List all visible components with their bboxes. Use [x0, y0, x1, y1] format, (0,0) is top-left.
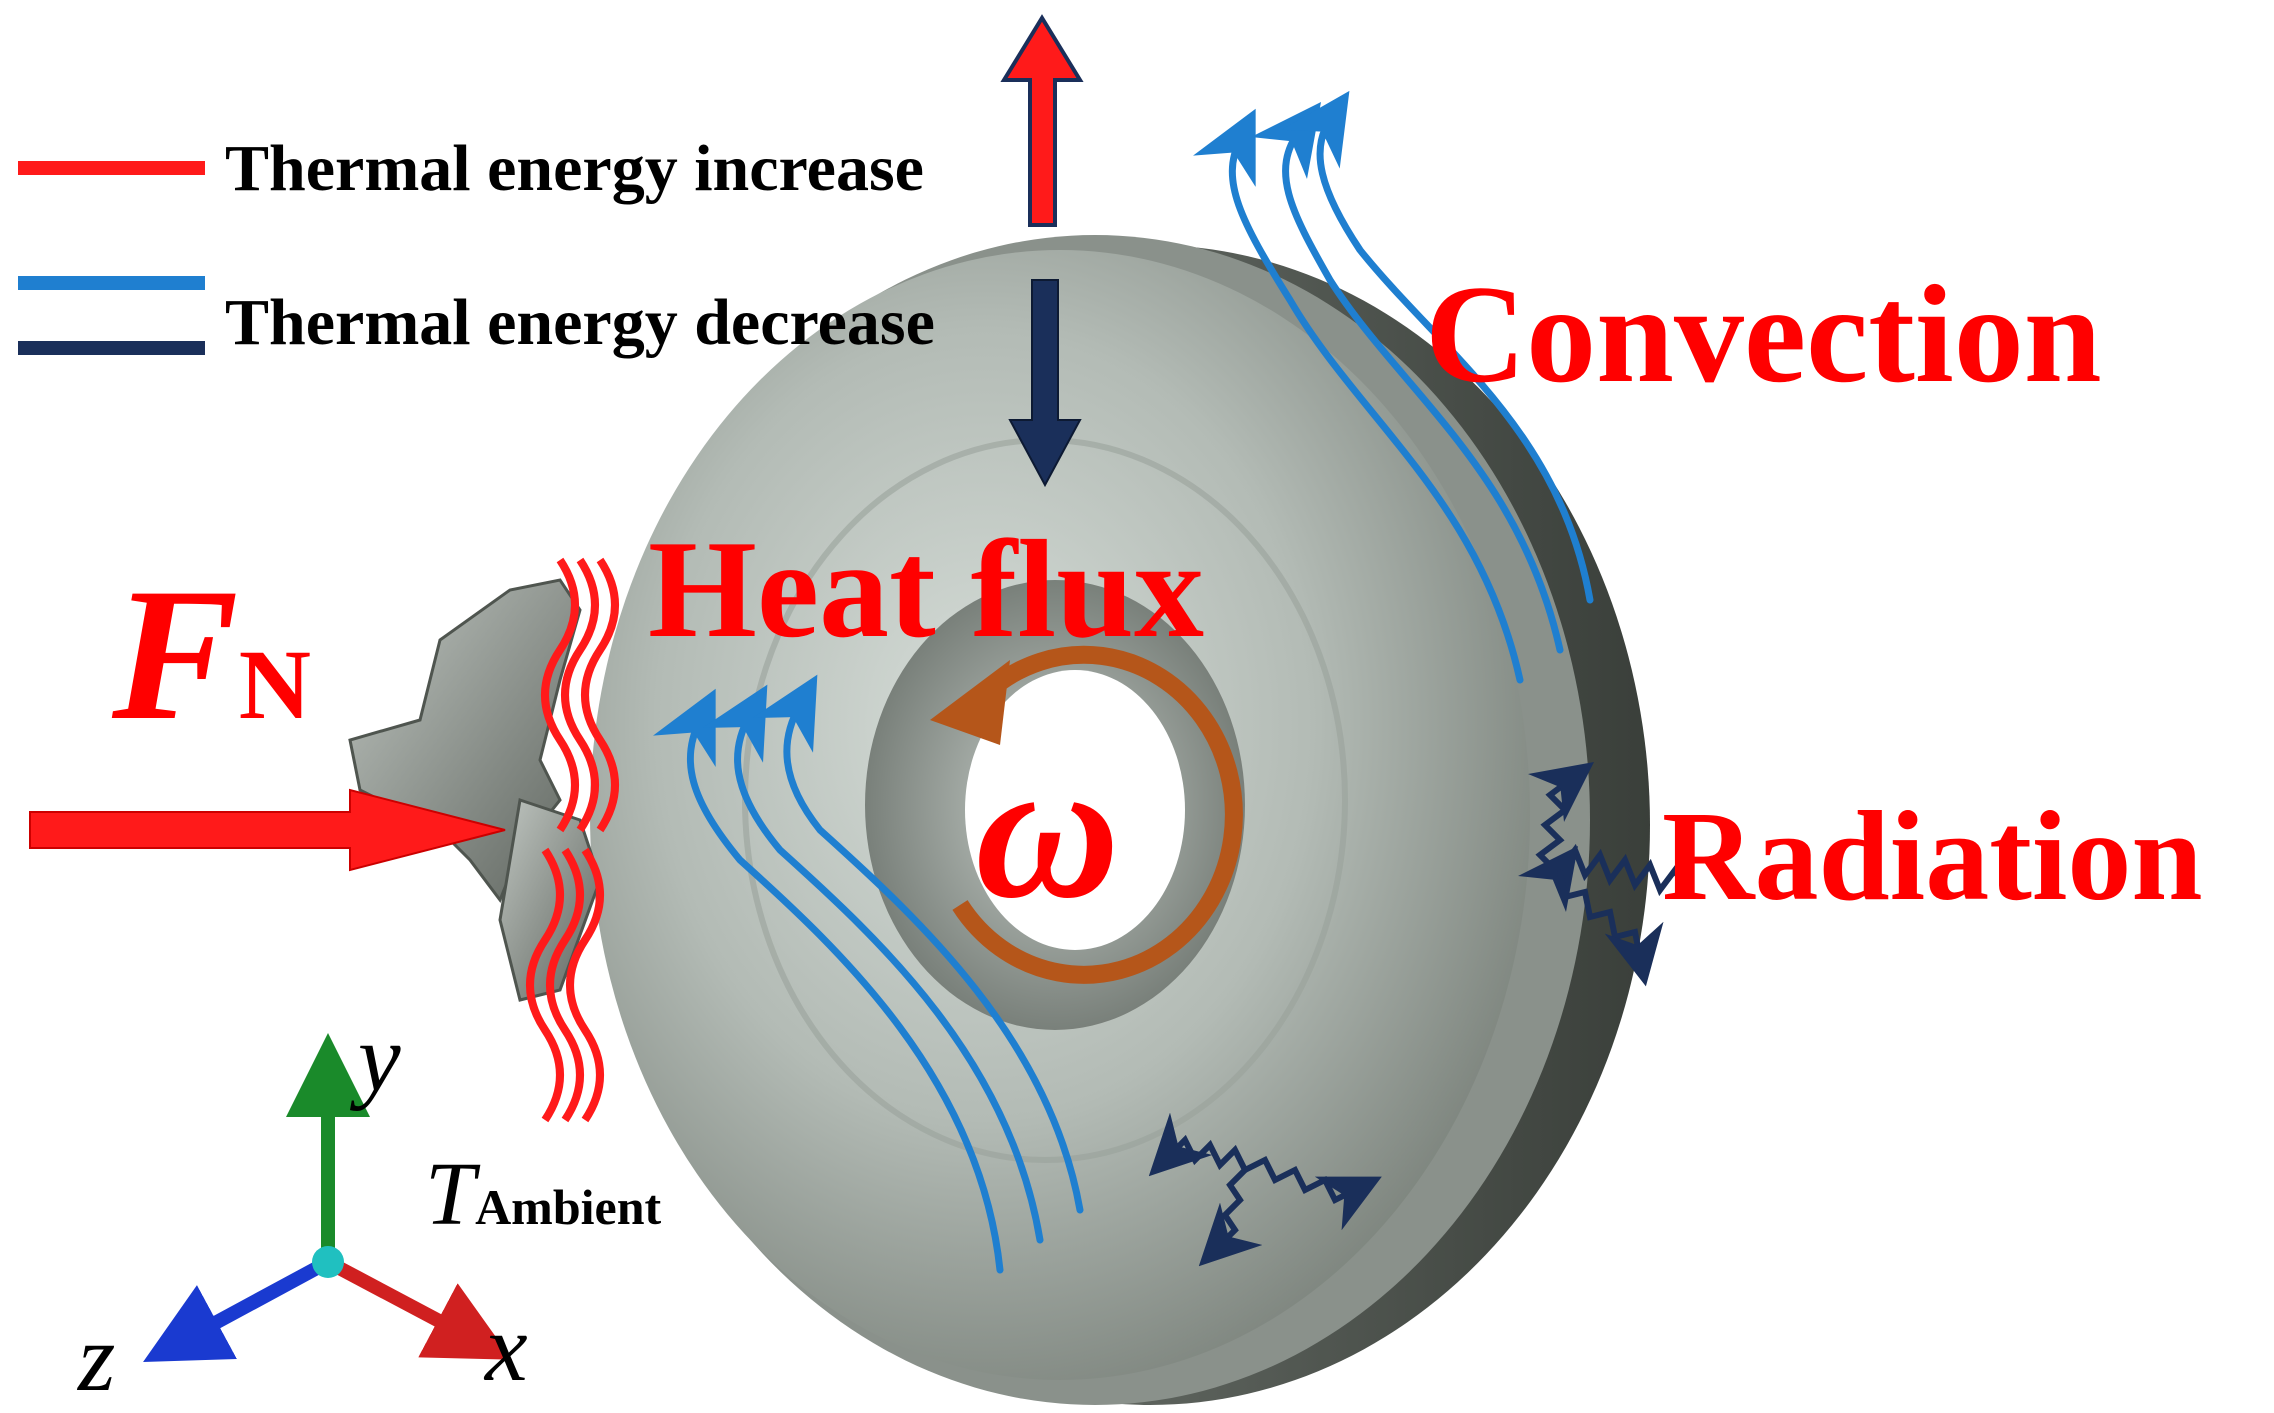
force-subscript: N: [238, 629, 311, 740]
heat-down-arrow: [1008, 279, 1082, 488]
normal-force-label: FN: [112, 560, 311, 750]
axes-icon: [143, 1033, 513, 1362]
railway-wheel-icon: [590, 235, 1650, 1405]
heat-up-arrow: [1000, 14, 1084, 227]
convection-label: Convection: [1425, 257, 2102, 412]
radiation-arrows: [1148, 762, 1688, 1267]
angular-velocity-label: ω: [975, 719, 1120, 940]
axis-label-x: x: [485, 1294, 528, 1401]
rotation-arrow-icon: [930, 645, 1243, 984]
heat-flux-lines: [526, 557, 619, 1123]
legend-swatches: [18, 161, 205, 355]
radiation-label: Radiation: [1662, 785, 2203, 927]
axis-label-y: y: [358, 1004, 401, 1111]
ambient-temperature-label: TAmbient: [425, 1150, 661, 1240]
axis-label-z: z: [78, 1304, 116, 1411]
normal-force-arrow: [29, 788, 506, 872]
ambient-subscript: Ambient: [475, 1179, 662, 1235]
legend-label-decrease: Thermal energy decrease: [225, 286, 935, 359]
brake-block-icon: [348, 578, 602, 1002]
force-symbol: F: [112, 550, 239, 760]
heat-flux-label: Heat flux: [648, 512, 1205, 667]
legend-label-increase: Thermal energy increase: [225, 132, 924, 205]
ambient-symbol: T: [425, 1145, 476, 1244]
convection-streamlines: [653, 90, 1594, 1274]
